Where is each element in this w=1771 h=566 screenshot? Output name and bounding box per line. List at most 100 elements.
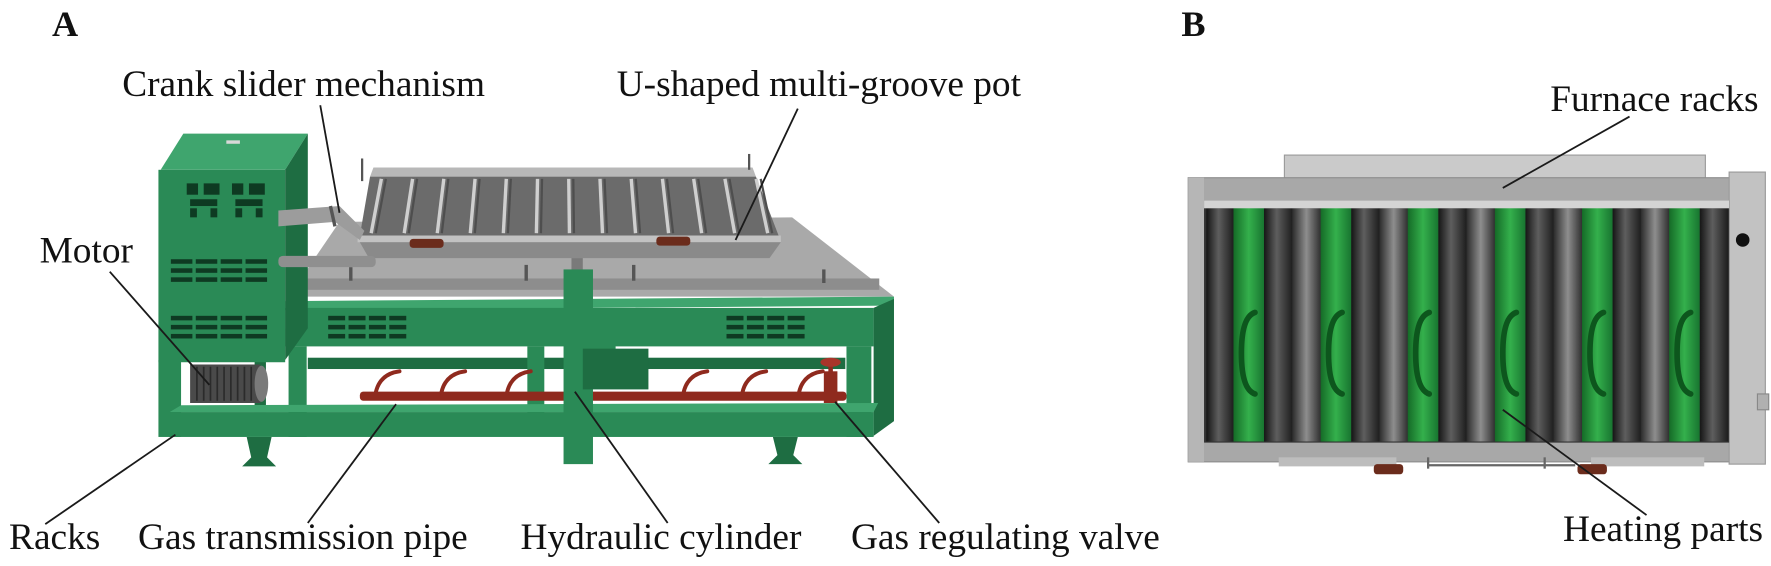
furnace-strips [1206,206,1728,442]
pot-grooves [369,178,774,234]
furnace-roller [1379,208,1408,442]
panel-a-label: A [52,4,78,44]
cylinder-rod [571,258,583,272]
gas-regulating-valve [820,357,841,403]
pot-groove [723,178,737,234]
leader-racks [44,433,176,525]
emblem-part [190,199,218,207]
furnace-roller [1466,208,1495,442]
vent-slot [245,259,268,264]
lower-rail [169,412,874,437]
vent-slot [767,333,785,339]
vent-slot [328,333,346,339]
furnace-handle [1373,464,1404,475]
vent-slot [195,277,218,282]
vent-slot [368,315,386,321]
furnace-side-stub [1756,393,1770,411]
vent-slot [746,333,764,339]
pot-groove-shadow [759,178,774,234]
vent-slot [195,333,218,339]
cylinder-block [582,348,649,390]
label-gas-regulating-valve: Gas regulating valve [851,517,1160,558]
pot-groove-shadow [506,178,512,234]
gas-nozzle [504,369,533,395]
leader-motor [109,271,211,386]
pot-handle [409,238,444,248]
pot-groove-shadow [473,178,481,234]
vent-slot [726,315,744,321]
foot [768,436,803,465]
vent-slot [787,315,805,321]
vent-slot [220,324,243,330]
furnace-roller [1264,208,1293,442]
foot [242,436,277,467]
vent-slot [195,324,218,330]
heating-part [1320,206,1352,442]
furnace-bottom-tab [1591,457,1705,467]
label-heating-parts: Heating parts [1563,509,1763,550]
vent-slot [389,333,407,339]
heating-part-handle [1412,309,1433,397]
frame-right-end [873,298,894,436]
leader-furnace-racks [1502,115,1630,189]
vent-slot [245,324,268,330]
vent-slot [245,315,268,321]
heating-part [1582,206,1613,442]
vent-slot [245,333,268,339]
cylinder-bracket [590,339,616,351]
vent-slot [170,333,193,339]
furnace-top-strip [1283,154,1706,181]
pot-groove [534,178,540,234]
vent-slot [348,333,366,339]
crank-slider-mechanism [278,205,376,268]
pot-handle [656,236,691,246]
label-motor: Motor [40,231,134,272]
pot-groove-shadow [440,178,450,234]
leader-crank-slider [319,105,341,213]
vent-slot [245,268,268,273]
vent-slot [328,324,346,330]
pot-groove [692,178,704,234]
pot-groove [598,178,605,234]
pot-groove-shadow [572,178,576,234]
box-front [158,169,286,363]
heating-part-handle [1587,309,1607,397]
furnace-roller [1640,208,1670,442]
pot-groove-shadow [728,178,741,234]
vent-slot [170,277,193,282]
vent-slot [348,324,366,330]
control-box [158,133,308,363]
vent-slot [195,315,218,321]
vent-slot [220,333,243,339]
furnace-roller [1525,208,1554,442]
beam-vents [328,315,805,339]
pot-groove-shadow [665,178,675,234]
vent-slot [328,315,346,321]
gas-nozzle [740,369,769,395]
emblem-part [186,183,199,195]
box-emblem [186,183,265,218]
furnace-right-end [1728,171,1766,465]
panel-a-machine [158,133,894,467]
vent-slot [170,315,193,321]
pot-groove [501,178,508,234]
vent-slot [170,324,193,330]
leader-valve [834,401,940,524]
u-shaped-multi-groove-pot [357,153,781,259]
label-racks: Racks [9,517,100,558]
crank-chute [278,206,365,240]
pot-groove-shadow [374,178,387,234]
panel-b-label: B [1181,4,1205,44]
motor-end-cap [254,365,269,402]
gas-nozzle [681,369,710,395]
pot-groove [567,178,572,234]
heating-part [1669,206,1700,442]
heating-part [1233,206,1265,442]
furnace-roller [1351,208,1380,442]
valve-body [823,371,838,403]
box-nameplate [226,140,240,144]
vent-slot [170,268,193,273]
label-furnace-racks: Furnace racks [1550,79,1758,120]
vent-slot [195,259,218,264]
label-hydraulic-cylinder: Hydraulic cylinder [521,517,802,558]
